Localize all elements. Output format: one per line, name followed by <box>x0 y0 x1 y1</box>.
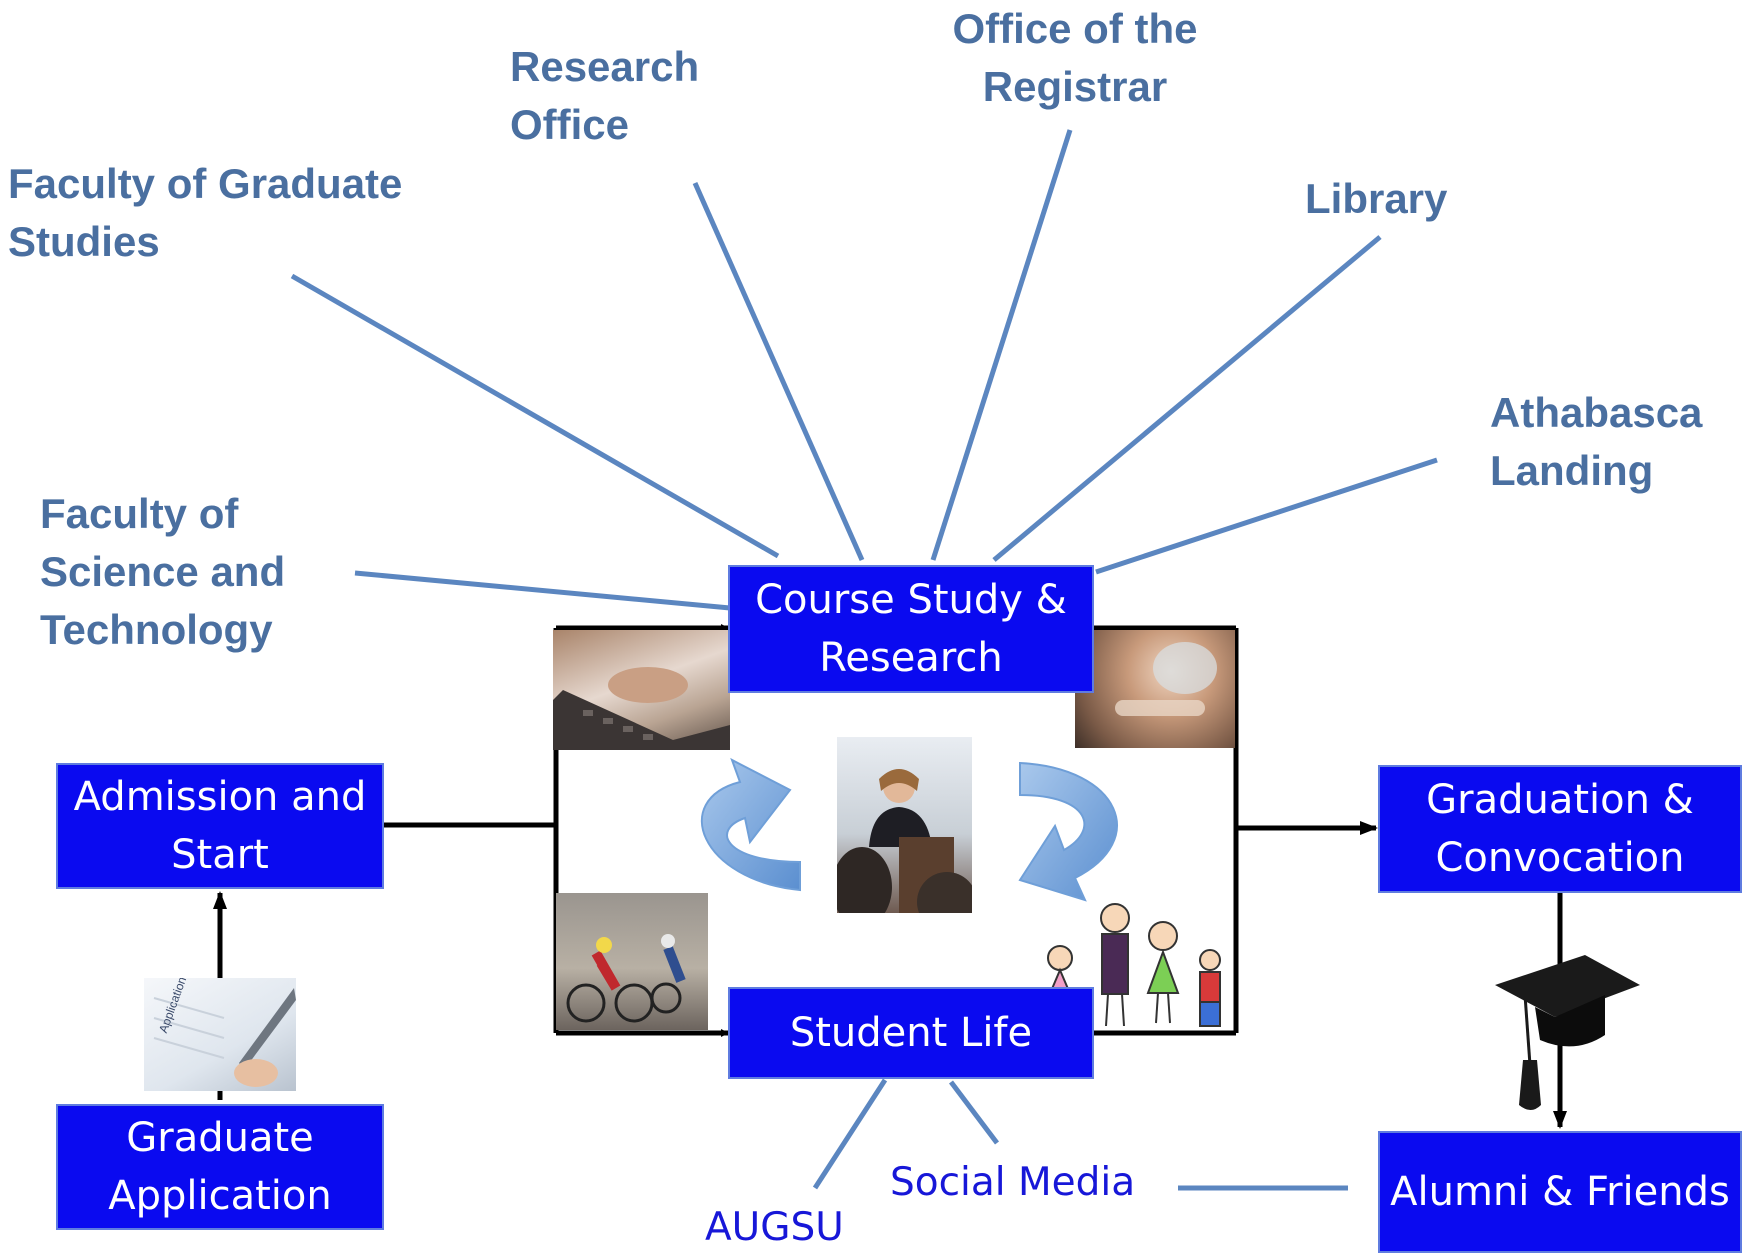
lecturer-figure-icon <box>837 769 972 913</box>
cycling-photo <box>556 893 708 1030</box>
cyclists-icon <box>566 934 686 1023</box>
box-admission-and-start: Admission and Start <box>56 763 384 889</box>
box-graduate-application: Graduate Application <box>56 1104 384 1230</box>
typing-photo <box>553 630 730 750</box>
box-alumni-and-friends: Alumni & Friends <box>1378 1131 1742 1253</box>
pen-icon <box>153 988 296 1087</box>
graduation-cap-image <box>1495 955 1640 1115</box>
connector-research <box>692 181 865 562</box>
unit-athabasca-landing: Athabasca Landing <box>1490 389 1703 494</box>
label-social-media: Social Media <box>890 1160 1136 1205</box>
connector-library <box>992 235 1382 562</box>
cycle-arrow-left <box>700 757 801 892</box>
keyboard-icon <box>553 667 730 750</box>
connector-landing <box>1095 457 1438 575</box>
box-course-study-and-research: Course Study & Research <box>728 565 1094 693</box>
connector-fst <box>354 570 731 611</box>
unit-office-of-the-registrar: Office of the Registrar <box>952 5 1198 110</box>
connector-augsu <box>812 1078 888 1190</box>
label-augsu: AUGSU <box>705 1205 844 1250</box>
connector-social-media <box>949 1080 999 1145</box>
lecturer-photo <box>837 737 972 913</box>
lab-glass-icon <box>1115 642 1217 716</box>
box-graduation-and-convocation: Graduation & Convocation <box>1378 765 1742 893</box>
connector-fgs <box>290 273 780 559</box>
connector-registrar <box>930 129 1073 561</box>
unit-research-office: Research Office <box>510 43 700 148</box>
application-form-photo: Application Form <box>144 978 296 1091</box>
unit-library: Library <box>1305 175 1448 222</box>
laboratory-photo <box>1075 630 1235 748</box>
graduation-cap-icon <box>1495 955 1640 1110</box>
unit-faculty-of-science-and-technology: Faculty of Science and Technology <box>40 490 286 653</box>
unit-faculty-of-graduate-studies: Faculty of Graduate Studies <box>8 160 403 265</box>
cycle-arrow-right <box>1018 761 1118 902</box>
box-student-life: Student Life <box>728 987 1094 1079</box>
